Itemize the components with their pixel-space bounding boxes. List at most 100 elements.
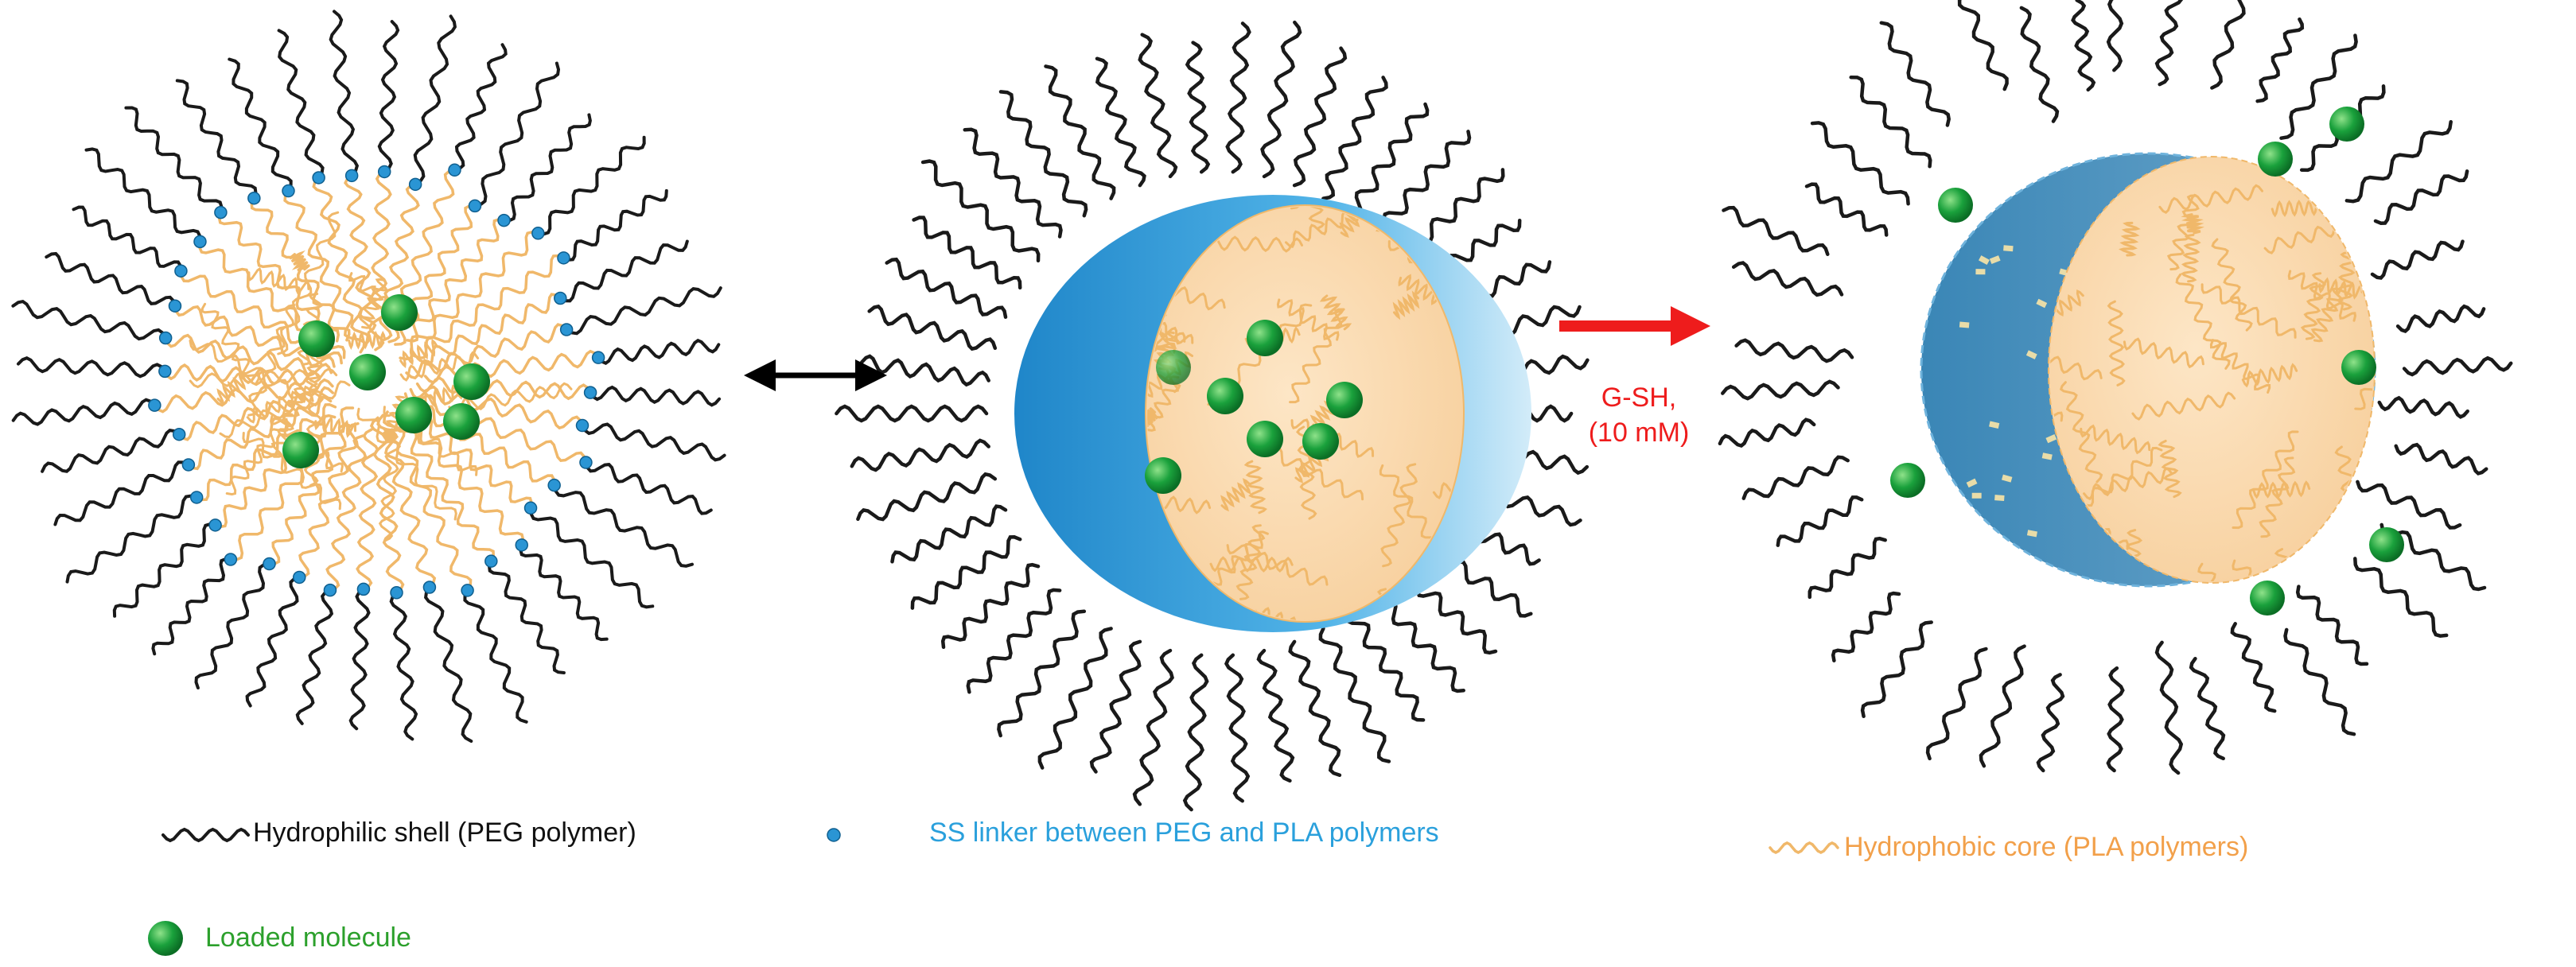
peg-chain (329, 10, 360, 177)
peg-chain (1185, 41, 1211, 174)
peg-chain (502, 113, 592, 223)
blue-dot-icon (208, 518, 222, 532)
pla-chain (2232, 559, 2310, 581)
blue-dot-icon (263, 557, 276, 571)
pla-chain (1432, 468, 1462, 499)
pla-chain (2341, 208, 2373, 247)
blue-dot-icon (377, 165, 391, 179)
legend-icons (148, 827, 1839, 956)
peg-chain (473, 61, 561, 208)
pla-chain (376, 414, 437, 589)
peg-chain (1225, 21, 1251, 174)
pla-chain (289, 250, 310, 272)
peg-chain (850, 438, 990, 472)
green-sphere-icon (1890, 463, 1925, 498)
green-sphere-icon (1938, 188, 1973, 223)
peg-chain (1224, 653, 1251, 803)
peg-chain (11, 299, 168, 341)
pla-chain (1398, 274, 1445, 305)
peg-chain (175, 79, 258, 200)
peg-chain (1979, 644, 2026, 768)
peg-chain (413, 14, 457, 186)
pla-chain (195, 403, 337, 502)
pla-chain (2107, 300, 2126, 386)
blue-dot-icon (531, 227, 545, 240)
pla-chain (314, 414, 356, 438)
pla-chain (2083, 467, 2173, 501)
peg-chain (1957, 0, 2009, 91)
blue-dot-icon (523, 501, 538, 515)
peg-chain (245, 576, 302, 708)
peg-chain (228, 57, 293, 192)
green-sphere-icon (381, 294, 418, 331)
peg-chain (581, 422, 726, 462)
pla-chain (325, 434, 368, 592)
pla-chain (1276, 298, 1340, 341)
peg-chain (1722, 205, 1830, 256)
green-sphere-icon (2329, 107, 2364, 142)
peg-chain (584, 460, 713, 515)
peg-chain (552, 484, 694, 568)
pla-chain (2123, 337, 2204, 369)
ss-fragment (2041, 452, 2053, 460)
green-sphere-icon (1247, 421, 1283, 457)
pla-chain (405, 323, 568, 380)
peg-chain (920, 159, 1041, 263)
peg-chain (1348, 102, 1430, 218)
ss-fragment (2003, 245, 2014, 252)
pla-chain (1147, 289, 1186, 343)
ss-fragment (1989, 255, 2001, 265)
legend-pla-icon (1769, 841, 1839, 854)
peg-chain (194, 562, 271, 689)
micelle-1-loaded-molecules (282, 294, 490, 468)
peg-chain (1731, 261, 1844, 297)
peg-chain (1089, 639, 1142, 774)
pla-chain (242, 432, 342, 511)
peg-chain (2189, 656, 2226, 761)
peg-chain (11, 398, 157, 426)
blue-dot-icon (158, 331, 173, 345)
peg-chain (1318, 627, 1391, 763)
peg-chain (1256, 648, 1295, 783)
pla-chain (2175, 274, 2231, 370)
blue-dot-icon (168, 299, 182, 313)
green-sphere-icon (395, 397, 432, 433)
peg-chain (940, 562, 1041, 650)
blue-dot-icon (827, 828, 841, 842)
peg-chain (41, 428, 181, 473)
peg-chain (2394, 442, 2488, 476)
peg-chain (1132, 648, 1174, 806)
green-sphere-icon (2341, 350, 2376, 385)
pla-chain (312, 176, 372, 348)
peg-chain (53, 460, 190, 526)
legend-peg-label: Hydrophilic shell (PEG polymer) (253, 817, 636, 848)
peg-chain (912, 216, 1022, 290)
micelle-1-peg-shell (11, 10, 726, 743)
pla-chain (298, 421, 360, 579)
pla-chain (247, 266, 310, 295)
ss-fragment (2026, 530, 2038, 538)
peg-chain (966, 588, 1062, 694)
blue-dot-icon (224, 553, 238, 566)
peg-chain (2344, 119, 2453, 204)
ss-fragment (2045, 433, 2057, 444)
pla-chain (1289, 308, 1345, 404)
peg-chain (562, 188, 668, 262)
pla-chain (348, 330, 387, 350)
green-sphere-icon (1247, 320, 1283, 356)
green-sphere-icon (1207, 378, 1243, 414)
peg-chain (295, 588, 334, 725)
pla-chain (2340, 158, 2362, 177)
green-sphere-icon (349, 354, 386, 390)
pla-chain (229, 406, 355, 561)
pla-chain (2211, 238, 2253, 332)
blue-dot-icon (575, 418, 590, 433)
pla-chain (412, 254, 566, 359)
pla-chain (1380, 463, 1418, 568)
ss-fragment (1966, 478, 1978, 488)
pla-chain (369, 416, 405, 594)
blue-dot-icon (344, 169, 359, 183)
peg-chain (1879, 21, 1951, 127)
green-sphere-icon (282, 432, 319, 468)
green-sphere-icon (2250, 581, 2285, 616)
